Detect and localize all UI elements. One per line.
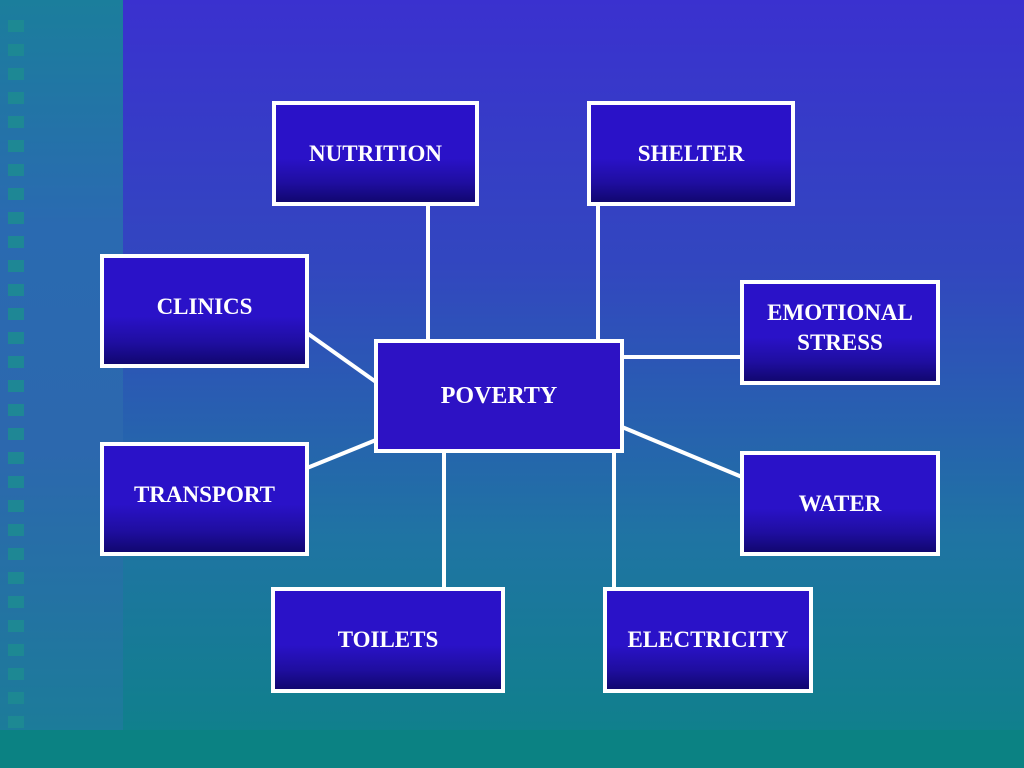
node-shelter: SHELTER bbox=[587, 101, 795, 206]
left-decorative-band bbox=[0, 0, 123, 750]
node-clinics: CLINICS bbox=[100, 254, 309, 368]
connector-water bbox=[621, 425, 743, 479]
bottom-decorative-band bbox=[0, 730, 1024, 768]
connector-clinics bbox=[305, 331, 378, 384]
node-poverty: POVERTY bbox=[374, 339, 624, 453]
node-electricity: ELECTRICITY bbox=[603, 587, 813, 693]
node-water: WATER bbox=[740, 451, 940, 556]
node-emotional-stress: EMOTIONAL STRESS bbox=[740, 280, 940, 385]
node-toilets: TOILETS bbox=[271, 587, 505, 693]
connector-transport bbox=[306, 438, 377, 470]
node-transport: TRANSPORT bbox=[100, 442, 309, 556]
node-nutrition: NUTRITION bbox=[272, 101, 479, 206]
decorative-squares bbox=[8, 20, 24, 740]
